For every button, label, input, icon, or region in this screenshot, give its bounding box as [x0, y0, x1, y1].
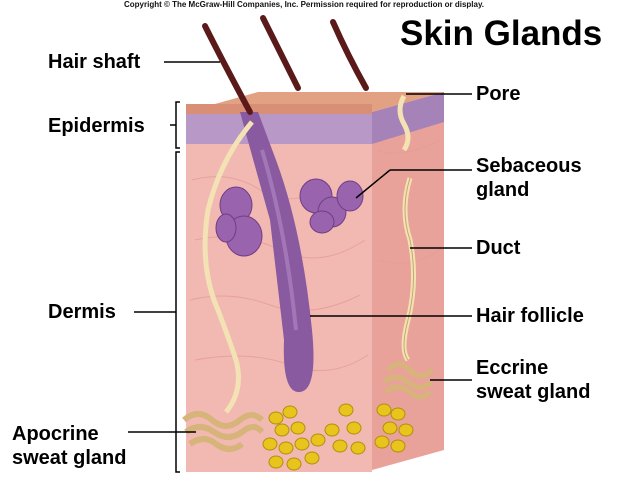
apocrine-duct — [202, 120, 254, 414]
label-pore: Pore — [476, 83, 521, 105]
label-dermis: Dermis — [48, 301, 116, 323]
diagram-title: Skin Glands — [400, 14, 603, 53]
label-apocrine-line1: Apocrine — [12, 423, 99, 445]
epidermis-bracket — [170, 101, 180, 149]
eccrine-gland-coil — [382, 361, 434, 400]
apocrine-gland-coil — [182, 411, 265, 452]
label-hair-follicle: Hair follicle — [476, 305, 584, 327]
dermis-bracket — [134, 151, 180, 473]
label-duct: Duct — [476, 237, 521, 259]
label-apocrine-line2: sweat gland — [12, 447, 127, 469]
sebaceous-gland-left — [215, 186, 263, 257]
label-sebaceous-line2: gland — [476, 179, 530, 201]
label-eccrine-line2: sweat gland — [476, 381, 591, 403]
label-hair-shaft: Hair shaft — [48, 51, 141, 73]
fat-lobules — [262, 403, 414, 471]
hair-shafts — [202, 15, 369, 115]
label-sebaceous-line1: Sebaceous — [476, 155, 582, 177]
epidermis-side — [372, 92, 444, 144]
label-epidermis: Epidermis — [48, 115, 145, 137]
sebaceous-gland-right — [299, 178, 364, 234]
copyright-notice: Copyright © The McGraw-Hill Companies, I… — [124, 0, 485, 9]
epidermis-layer — [186, 112, 372, 144]
skin-surface-front-edge — [186, 104, 372, 114]
hair-follicle-highlight — [260, 149, 298, 331]
leader-lines — [128, 61, 472, 433]
label-eccrine-line1: Eccrine — [476, 357, 549, 379]
eccrine-duct-outline — [403, 177, 415, 361]
